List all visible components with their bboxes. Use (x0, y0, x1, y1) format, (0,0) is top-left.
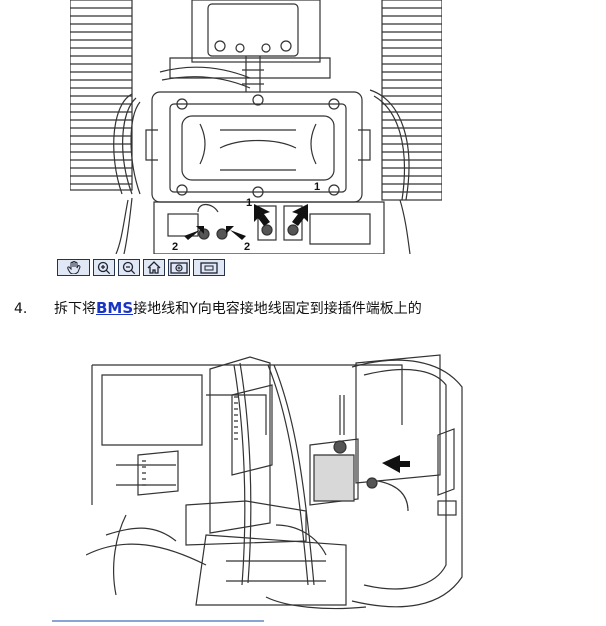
section-divider (52, 620, 264, 622)
zoom-in-icon (97, 261, 111, 274)
ground-terminal (309, 395, 409, 512)
cable-bundle (113, 66, 411, 254)
arrow-1a (254, 204, 270, 226)
step-text-before: 拆下将 (54, 301, 96, 317)
zoom-window-icon (170, 261, 188, 274)
wire-harness (105, 362, 327, 596)
fit-window-icon (200, 261, 218, 274)
zoom-out-button[interactable] (118, 259, 140, 276)
connector-plate-illustration (86, 354, 463, 610)
lower-tray (195, 534, 367, 610)
step-text-after: 接地线和Y向电容接地线固定到接插件端板上的 (133, 301, 422, 317)
callout-label: 2 (244, 241, 250, 253)
zoom-in-button[interactable] (93, 259, 115, 276)
fit-window-button[interactable] (193, 259, 225, 276)
arrow-2a (184, 226, 204, 240)
step-4-instruction: 4. 拆下将BMS接地线和Y向电容接地线固定到接插件端板上的 (14, 298, 606, 318)
module-cover (145, 91, 371, 203)
terminal-plate (153, 201, 385, 254)
zoom-window-button[interactable] (168, 259, 190, 276)
callout-label: 1 (314, 181, 320, 193)
arrow-2b (226, 226, 246, 240)
callout-arrows (184, 204, 308, 240)
arrow-1b (292, 204, 308, 226)
hand-pan-icon (66, 261, 81, 274)
bms-link[interactable]: BMS (96, 299, 134, 317)
left-heatsink (70, 0, 133, 191)
callout-arrow (382, 455, 410, 473)
callout-label: 2 (172, 241, 178, 253)
step-number: 4. (14, 301, 28, 317)
image-viewer-toolbar (57, 259, 225, 276)
housing-frame (86, 364, 403, 566)
zoom-out-icon (122, 261, 136, 274)
upper-bracket (169, 0, 331, 92)
callout-label: 1 (246, 197, 252, 209)
connector-end-plate (351, 354, 463, 608)
exploded-view-illustration-top: 1 1 2 2 (70, 0, 442, 254)
bms-module (137, 356, 307, 546)
right-heatsink (381, 0, 442, 201)
home-icon (147, 261, 161, 274)
pan-button[interactable] (57, 259, 90, 276)
home-button[interactable] (143, 259, 165, 276)
